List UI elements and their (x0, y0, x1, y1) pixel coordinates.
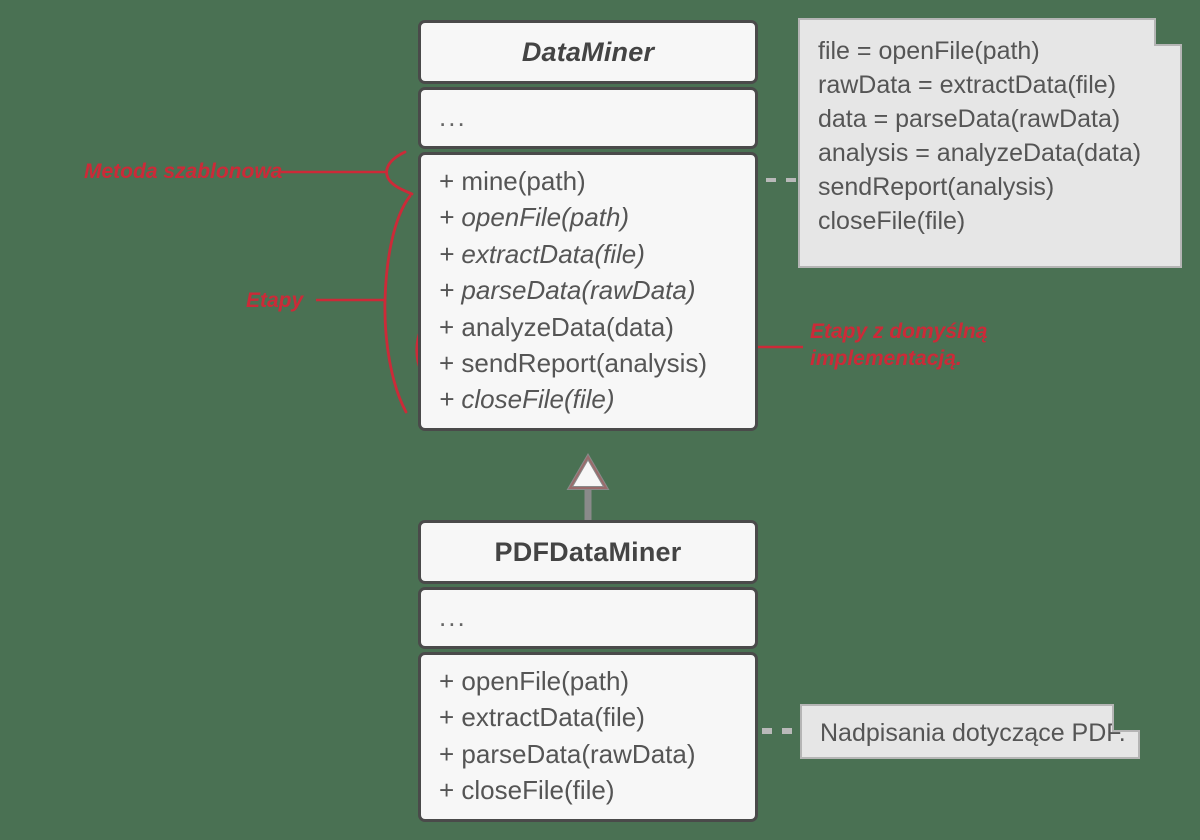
operation-analyzedata[interactable]: + analyzeData(data) (439, 311, 674, 342)
operation-sendreport[interactable]: + sendReport(analysis) (439, 347, 708, 378)
operation-openfile[interactable]: + openFile(path) (439, 202, 630, 233)
class-attributes-pdfdataminer: ... (418, 587, 758, 649)
operation-closefile[interactable]: + closeFile(file) (439, 384, 615, 415)
note-mine-body[interactable]: file = openFile(path) rawData = extractD… (798, 18, 1182, 268)
operation-pdf-openfile[interactable]: + openFile(path) (439, 666, 630, 696)
note-line: analysis = analyzeData(data) (818, 139, 1142, 167)
generalization-connector (566, 453, 610, 520)
operation-mine[interactable]: + mine(path) (439, 166, 586, 196)
class-operations-pdfdataminer: + openFile(path) + extractData(file) + p… (418, 652, 758, 822)
brace-template-method (281, 150, 414, 196)
class-operations-dataminer: + mine(path) + openFile(path) + extractD… (418, 152, 758, 431)
operation-extractdata[interactable]: + extractData(file) (439, 238, 645, 269)
operation-parsedata[interactable]: + parseData(rawData) (439, 275, 696, 306)
annotation-steps-default-impl: Etapy z domyślną implementacją. (810, 320, 988, 371)
operation-pdf-extractdata[interactable]: + extractData(file) (439, 702, 645, 733)
brace-steps (316, 194, 412, 414)
annotation-template-method: Metoda szablonowa (84, 160, 283, 183)
note-line: sendReport(analysis) (818, 173, 1055, 201)
note-line: rawData = extractData(file) (818, 71, 1117, 99)
note-line: closeFile(file) (818, 207, 966, 235)
note-line: file = openFile(path) (818, 37, 1040, 65)
class-box-pdfdataminer[interactable]: PDFDataMiner ... + openFile(path) + extr… (418, 520, 758, 822)
note-fold-icon (1112, 704, 1140, 732)
class-title-pdfdataminer: PDFDataMiner (418, 520, 758, 584)
operation-pdf-parsedata[interactable]: + parseData(rawData) (439, 738, 696, 769)
note-line: Nadpisania dotyczące PDF. (820, 719, 1126, 747)
class-title-dataminer: DataMiner (418, 20, 758, 84)
operation-pdf-closefile[interactable]: + closeFile(file) (439, 775, 615, 806)
class-box-dataminer[interactable]: DataMiner ... + mine(path) + openFile(pa… (418, 20, 758, 431)
class-attributes-dataminer: ... (418, 87, 758, 149)
note-fold-icon (1154, 18, 1182, 46)
annotation-steps: Etapy (246, 289, 304, 312)
note-line: data = parseData(rawData) (818, 105, 1121, 133)
note-pdf-overrides[interactable]: Nadpisania dotyczące PDF. (800, 704, 1140, 759)
